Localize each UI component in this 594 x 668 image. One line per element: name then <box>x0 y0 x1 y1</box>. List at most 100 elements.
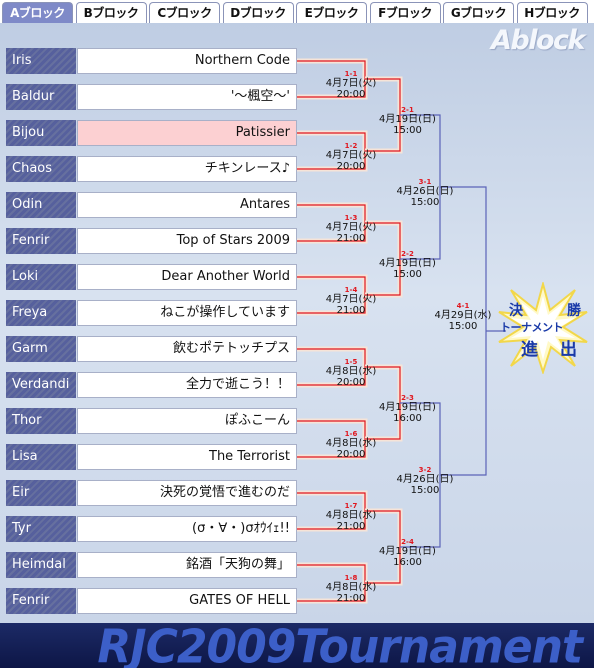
match-id: 1-5 <box>344 358 358 366</box>
match-date: 4月8日(水) <box>325 582 377 593</box>
player-name[interactable]: Verdandi <box>6 372 76 398</box>
match-date: 4月7日(火) <box>325 294 377 305</box>
burst-text-3b: 出 <box>560 340 577 360</box>
match-time: 15:00 <box>410 485 440 496</box>
footer-title: RJC2009Tournament <box>97 623 583 668</box>
burst-star-icon <box>498 282 588 374</box>
player-name[interactable]: Garm <box>6 336 76 362</box>
player-name[interactable]: Thor <box>6 408 76 434</box>
team-name: 決死の覚悟で進むのだ <box>77 480 297 506</box>
team-name: Top of Stars 2009 <box>77 228 297 254</box>
player-name[interactable]: Heimdal <box>6 552 76 578</box>
entry-row: Baldur'～楓空～' <box>6 84 297 110</box>
match-date: 4月8日(水) <box>325 438 377 449</box>
player-name[interactable]: Freya <box>6 300 76 326</box>
match-id: 2-2 <box>401 250 414 258</box>
match-time: 15:00 <box>393 269 422 280</box>
tab-block-b[interactable]: Bブロック <box>75 2 147 23</box>
team-name: '～楓空～' <box>77 84 297 110</box>
match-time: 16:00 <box>393 413 422 424</box>
match-date: 4月26日(日) <box>396 474 454 485</box>
team-name: Northern Code <box>77 48 297 74</box>
match-id: 3-1 <box>418 178 432 186</box>
match-time: 20:00 <box>336 449 366 460</box>
match-id: 1-8 <box>344 574 358 582</box>
match-date: 4月8日(水) <box>325 510 377 521</box>
team-name: 飲むポテトッチプス <box>77 336 297 362</box>
match-time: 21:00 <box>336 233 366 244</box>
team-name: ぽふこーん <box>77 408 297 434</box>
tab-block-e[interactable]: Eブロック <box>296 2 367 23</box>
footer-banner: RJC2009Tournament <box>0 623 594 668</box>
match-id: 2-3 <box>401 394 414 402</box>
team-name: Patissier <box>77 120 297 146</box>
burst-text-1b: 勝 <box>567 303 581 319</box>
match-time: 21:00 <box>336 521 366 532</box>
team-name: チキンレース♪ <box>77 156 297 182</box>
player-name[interactable]: Eir <box>6 480 76 506</box>
match-id: 1-7 <box>344 502 358 510</box>
match-id: 4-1 <box>456 302 470 310</box>
entry-row: Tyr(σ・∀・)σｵｳｲｪ!! <box>6 516 297 542</box>
match-id: 1-1 <box>344 70 358 78</box>
team-name: 銘酒「天狗の舞」 <box>77 552 297 578</box>
match-time: 21:00 <box>336 593 366 604</box>
player-name[interactable]: Fenrir <box>6 588 76 614</box>
tab-block-h[interactable]: Hブロック <box>516 2 588 23</box>
match-date: 4月19日(日) <box>379 546 436 557</box>
match-id: 3-2 <box>418 466 432 474</box>
tab-block-c[interactable]: Cブロック <box>149 2 220 23</box>
team-name: Antares <box>77 192 297 218</box>
match-id: 2-4 <box>401 538 414 546</box>
burst-text-3a: 進 <box>521 340 538 360</box>
tab-block-d[interactable]: Dブロック <box>222 2 294 23</box>
match-date: 4月8日(水) <box>325 366 377 377</box>
match-date: 4月7日(火) <box>325 222 377 233</box>
match-time: 20:00 <box>336 161 366 172</box>
team-name: ねこが操作しています <box>77 300 297 326</box>
match-id: 1-4 <box>344 286 358 294</box>
team-name: Dear Another World <box>77 264 297 290</box>
player-name[interactable]: Bijou <box>6 120 76 146</box>
burst-text-2: トーナメント <box>500 321 564 334</box>
player-name[interactable]: Tyr <box>6 516 76 542</box>
tab-block-f[interactable]: Fブロック <box>369 2 441 23</box>
match-date: 4月19日(日) <box>379 402 436 413</box>
match-date: 4月7日(火) <box>325 150 377 161</box>
tab-block-a[interactable]: Aブロック <box>2 2 73 23</box>
player-name[interactable]: Loki <box>6 264 76 290</box>
player-name[interactable]: Chaos <box>6 156 76 182</box>
team-name: 全力で逝こう！！ <box>77 372 297 398</box>
match-time: 15:00 <box>393 125 422 136</box>
player-name[interactable]: Iris <box>6 48 76 74</box>
team-name: (σ・∀・)σｵｳｲｪ!! <box>77 516 297 542</box>
player-name[interactable]: Baldur <box>6 84 76 110</box>
match-time: 15:00 <box>448 321 478 332</box>
match-date: 4月19日(日) <box>379 114 436 125</box>
burst-text-1a: 決 <box>509 303 523 319</box>
match-date: 4月19日(日) <box>379 258 436 269</box>
match-id: 2-1 <box>401 106 414 114</box>
player-name[interactable]: Fenrir <box>6 228 76 254</box>
match-time: 20:00 <box>336 89 366 100</box>
player-name[interactable]: Lisa <box>6 444 76 470</box>
team-name: The Terrorist <box>77 444 297 470</box>
match-date: 4月7日(火) <box>325 78 377 89</box>
tab-block-g[interactable]: Gブロック <box>443 2 514 23</box>
player-name[interactable]: Odin <box>6 192 76 218</box>
